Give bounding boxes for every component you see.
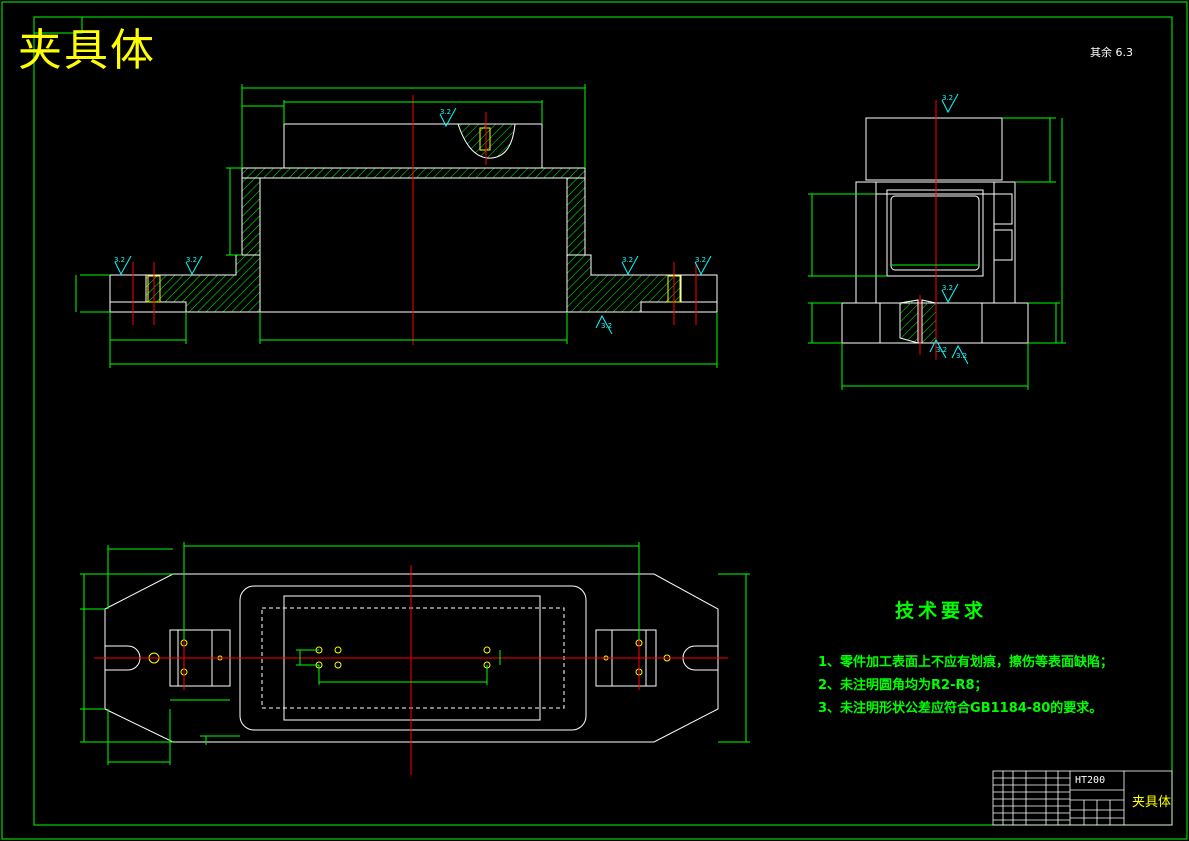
roughness-mark: 3.2 <box>942 284 953 292</box>
roughness-mark: 3.2 <box>936 346 947 354</box>
technical-requirements-heading: 技术要求 <box>895 600 988 622</box>
roughness-mark: 3.2 <box>622 256 633 264</box>
general-roughness-note: 其余 6.3 <box>1090 44 1133 60</box>
roughness-mark: 3.2 <box>695 256 706 264</box>
top-view <box>80 542 750 775</box>
inner-border <box>33 16 1173 826</box>
side-view: 3.2 3.2 3.2 3.2 <box>808 93 1066 390</box>
title-block <box>992 770 1173 826</box>
roughness-mark: 3.2 <box>114 256 125 264</box>
roughness-mark: 3.2 <box>440 108 451 116</box>
roughness-value: 6.3 <box>1115 46 1134 59</box>
material-code: HT200 <box>1075 775 1106 786</box>
roughness-mark: 3.2 <box>956 352 967 360</box>
drawing-title: 夹具体 <box>18 25 156 76</box>
roughness-mark: 3.2 <box>942 94 953 102</box>
technical-note: 3、未注明形状公差应符合GB1184-80的要求。 <box>818 701 1103 716</box>
corner-tab <box>33 16 83 34</box>
roughness-mark: 3.2 <box>601 322 612 330</box>
roughness-mark: 3.2 <box>186 256 197 264</box>
technical-note: 1、零件加工表面上不应有划痕，擦伤等表面缺陷； <box>818 655 1114 670</box>
title-block-part-name: 夹具体 <box>1132 795 1172 810</box>
roughness-label: 其余 <box>1090 46 1112 59</box>
front-view: 3.2 3.2 3.2 3.2 3.2 3.2 <box>75 84 718 368</box>
technical-note: 2、未注明圆角均为R2-R8； <box>818 678 988 693</box>
